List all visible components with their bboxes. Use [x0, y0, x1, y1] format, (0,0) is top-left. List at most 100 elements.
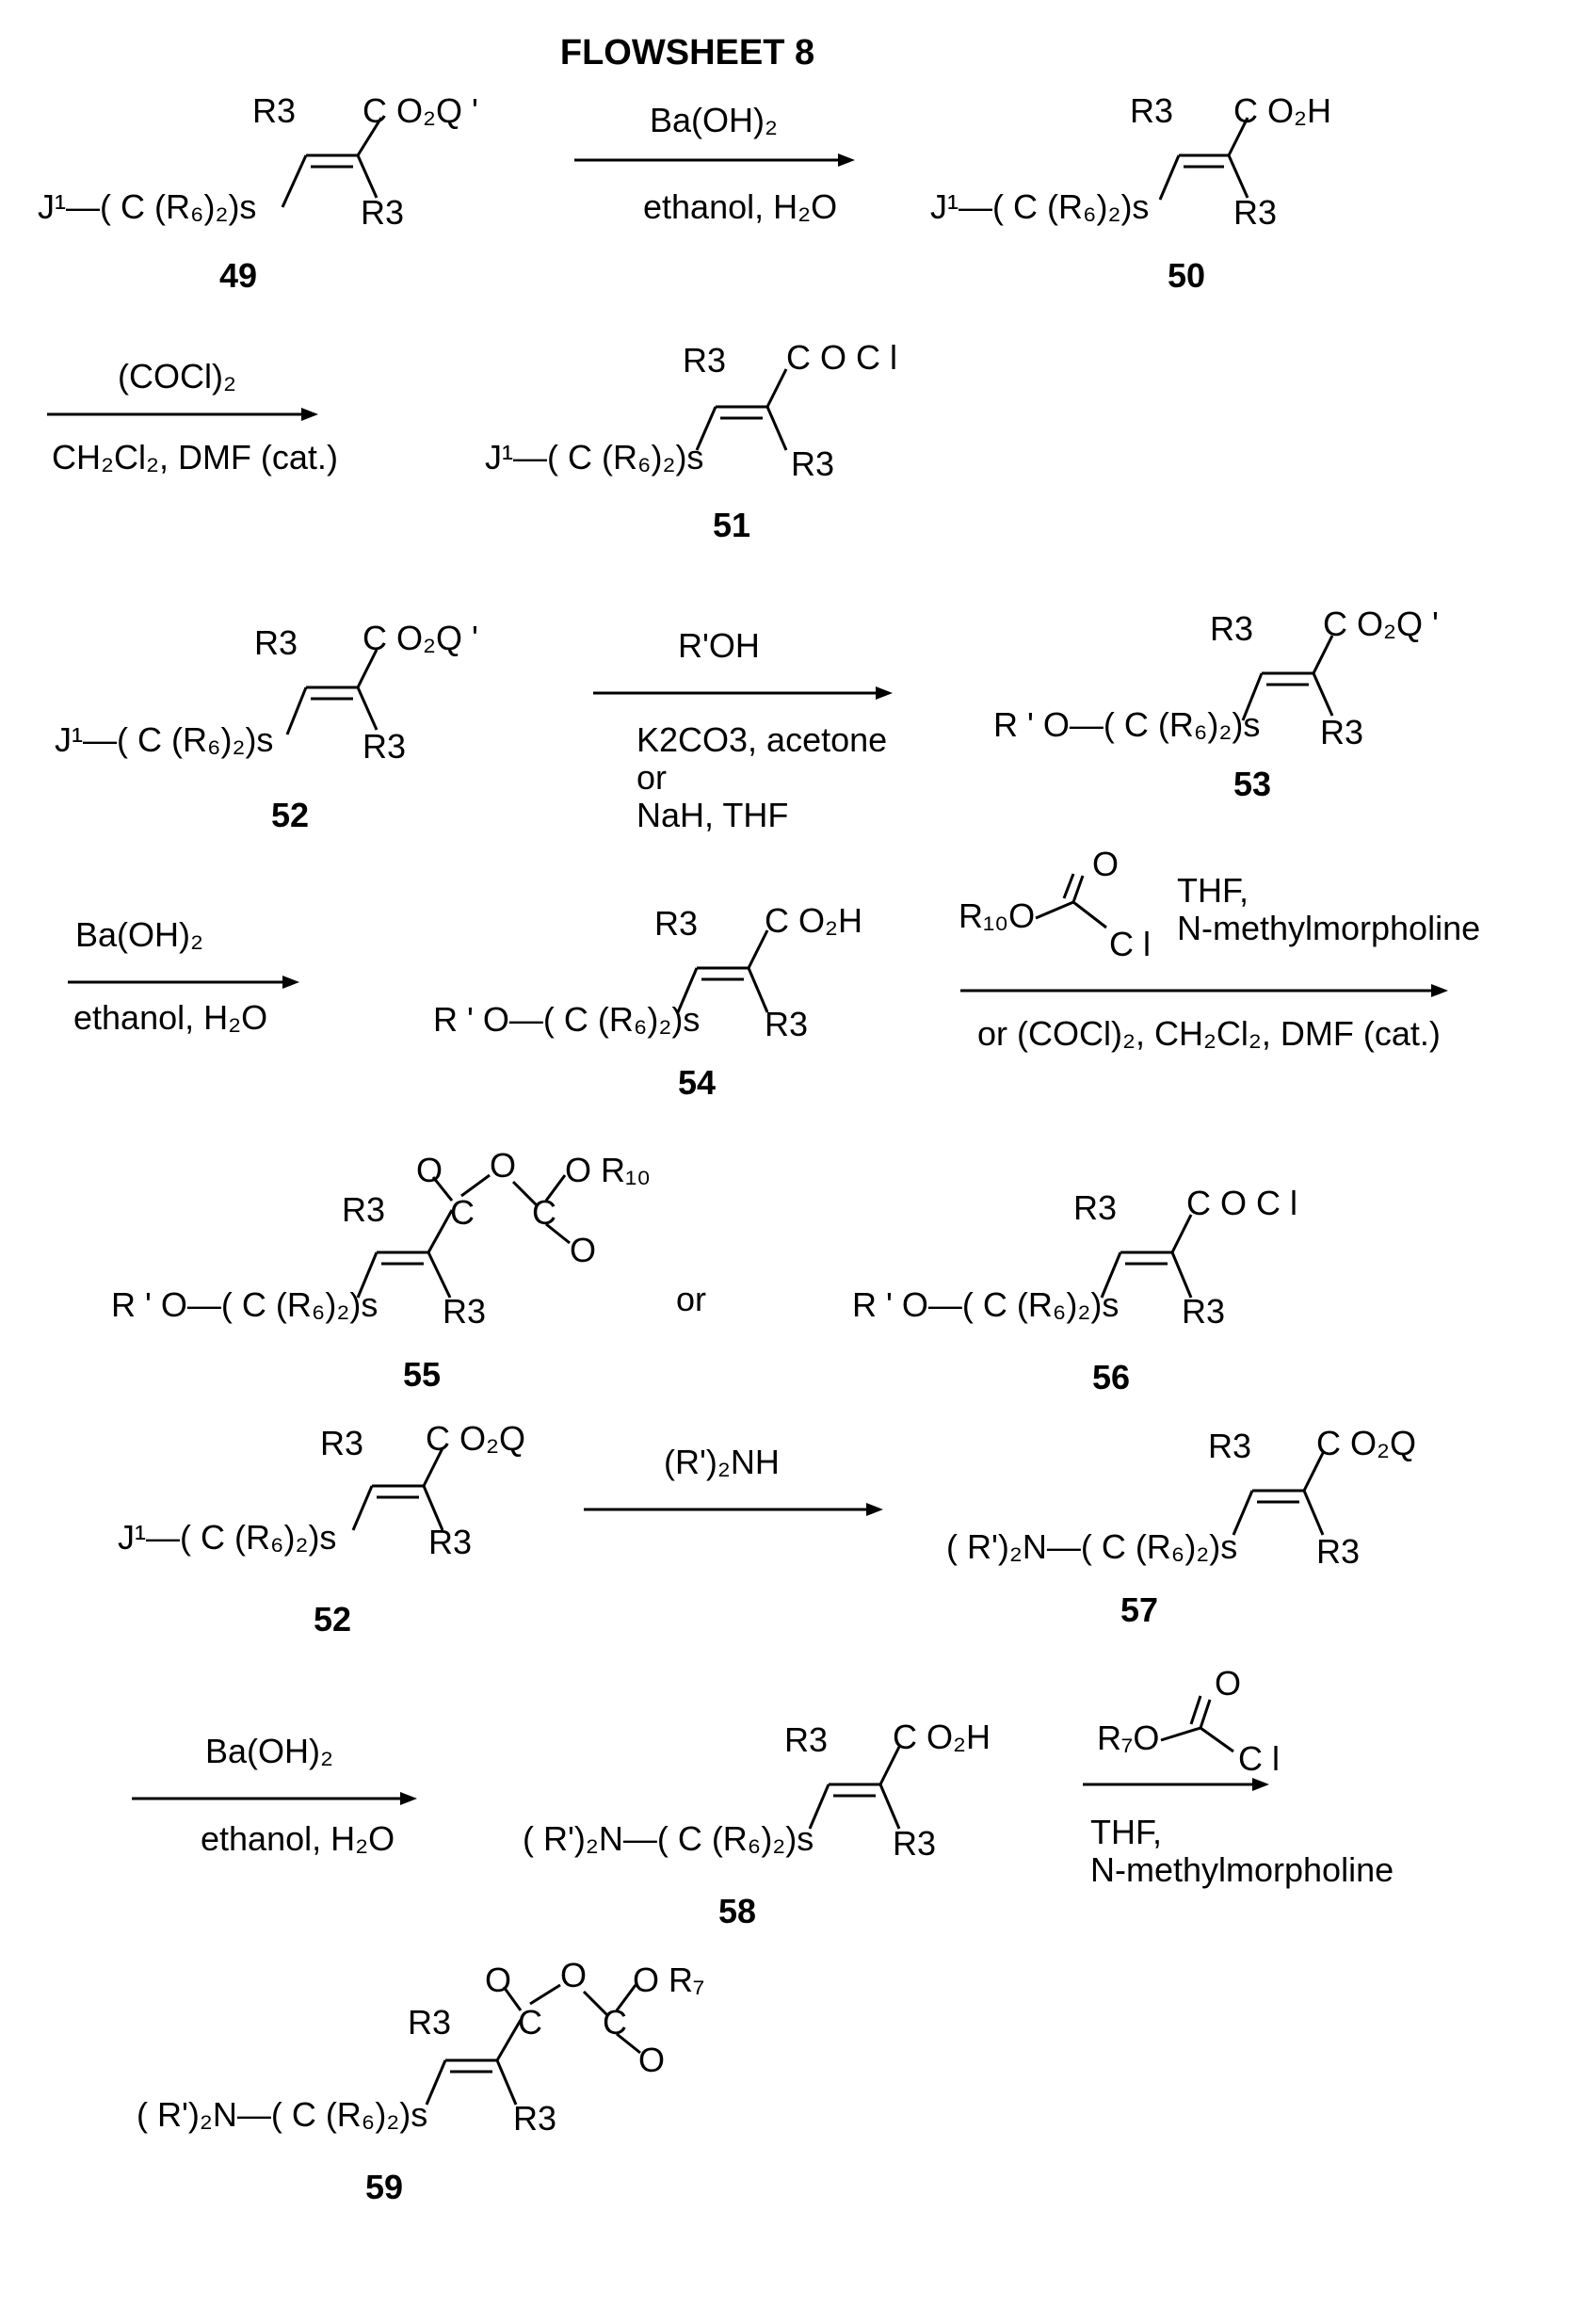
- compound-50-r3-top: R3: [1130, 91, 1173, 130]
- compound-55-o1: O: [416, 1151, 443, 1189]
- step2-reagent-below: CH₂Cl₂, DMF (cat.): [52, 438, 338, 476]
- step8-reagent-below1: THF,: [1090, 1813, 1162, 1851]
- compound-58: ( R')₂N—( C (R₆)₂)s R3 C O₂H R3 58: [523, 1718, 991, 1930]
- compound-52a-bond-r3: [358, 687, 377, 730]
- compound-54: R ' O—( C (R₆)₂)s R3 C O₂H R3 54: [433, 901, 862, 1102]
- compound-52a-r3-bottom: R3: [363, 727, 406, 766]
- step3-arrowhead: [876, 686, 893, 700]
- step3-reagent-above: R'OH: [678, 626, 760, 665]
- compound-56: R ' O—( C (R₆)₂)s R3 C O C l R3 56: [852, 1184, 1297, 1396]
- compound-49-chain: J¹—( C (R₆)₂)s: [38, 187, 256, 226]
- compound-52b-r3-bottom: R3: [428, 1523, 472, 1561]
- compound-54-group: C O₂H: [765, 901, 862, 940]
- step5-reagent-bond-co2: [1064, 874, 1073, 898]
- step6-arrow: (R')₂NH: [584, 1443, 883, 1516]
- or-separator: or: [676, 1280, 706, 1318]
- compound-54-r3-top: R3: [654, 904, 698, 943]
- compound-54-number: 54: [678, 1063, 716, 1102]
- step4-reagent-above: Ba(OH)₂: [75, 915, 203, 954]
- compound-53-r3-top: R3: [1210, 609, 1253, 648]
- step8-reagent-bond-o: [1161, 1728, 1200, 1740]
- compound-57-r3-bottom: R3: [1316, 1532, 1360, 1571]
- compound-55-o2: O: [490, 1146, 516, 1185]
- compound-57: ( R')₂N—( C (R₆)₂)s R3 C O₂Q R3 57: [946, 1424, 1416, 1629]
- compound-49-group: C O₂Q ': [363, 91, 478, 130]
- compound-56-number: 56: [1092, 1358, 1130, 1396]
- compound-49-r3-top: R3: [252, 91, 296, 130]
- compound-51-bond: [697, 407, 716, 450]
- compound-52-first: J¹—( C (R₆)₂)s R3 C O₂Q ' R3 52: [55, 619, 478, 834]
- compound-50-r3-bottom: R3: [1233, 193, 1277, 232]
- step8-reagent-bond-co2: [1191, 1696, 1200, 1724]
- compound-59-r3-top: R3: [408, 2003, 451, 2042]
- step8-reagent-below2: N-methylmorpholine: [1090, 1850, 1394, 1889]
- step5-arrowhead: [1431, 984, 1448, 997]
- compound-51-r3-top: R3: [683, 341, 726, 379]
- step5-reagent-o: O: [1092, 845, 1119, 883]
- compound-55-o3: O: [570, 1231, 596, 1269]
- compound-52a-chain: J¹—( C (R₆)₂)s: [55, 720, 273, 759]
- step2-arrowhead: [301, 408, 318, 421]
- compound-50-chain: J¹—( C (R₆)₂)s: [930, 187, 1149, 226]
- step1-reagent-above: Ba(OH)₂: [650, 101, 778, 139]
- compound-55-bond-r3: [428, 1252, 450, 1298]
- step2-reagent-above: (COCl)₂: [118, 357, 236, 395]
- compound-58-group: C O₂H: [893, 1718, 991, 1756]
- compound-51: J¹—( C (R₆)₂)s R3 C O C l R3 51: [485, 338, 897, 544]
- compound-57-group: C O₂Q: [1316, 1424, 1416, 1462]
- compound-55-r3-top: R3: [342, 1190, 385, 1229]
- step4-arrow: Ba(OH)₂ ethanol, H₂O: [68, 915, 299, 1037]
- step3-reagent-below3: NaH, THF: [636, 796, 788, 834]
- step8-reagent-r7o: R₇O: [1097, 1719, 1159, 1757]
- compound-50-bond-r3: [1229, 155, 1248, 198]
- compound-50: J¹—( C (R₆)₂)s R3 C O₂H R3 50: [930, 91, 1331, 295]
- compound-58-number: 58: [718, 1892, 756, 1930]
- compound-51-bond-r3: [767, 407, 786, 450]
- step5-reagent-bond-cl: [1073, 902, 1106, 928]
- compound-52b-r3-top: R3: [320, 1424, 363, 1462]
- step8-arrow: R₇O O C l THF, N-methylmorpholine: [1083, 1664, 1394, 1889]
- step7-reagent-above: Ba(OH)₂: [205, 1732, 333, 1770]
- compound-59: ( R')₂N—( C (R₆)₂)s R3 O C O C O R₇ O R3…: [137, 1956, 704, 2206]
- compound-54-chain: R ' O—( C (R₆)₂)s: [433, 1000, 700, 1039]
- step8-arrowhead: [1252, 1778, 1269, 1791]
- compound-56-bond-r3: [1172, 1252, 1191, 1298]
- compound-52b-group: C O₂Q: [426, 1419, 525, 1458]
- compound-52-second: J¹—( C (R₆)₂)s R3 C O₂Q R3 52: [118, 1419, 525, 1638]
- compound-49-r3-bottom: R3: [361, 193, 404, 232]
- step8-reagent-bond-cl: [1200, 1728, 1233, 1751]
- compound-57-chain: ( R')₂N—( C (R₆)₂)s: [946, 1527, 1237, 1566]
- compound-58-bond: [810, 1784, 829, 1829]
- compound-55-or10: O R₁₀: [565, 1151, 651, 1189]
- compound-52a-group: C O₂Q ': [363, 619, 478, 657]
- step5-arrow: R₁₀O O C l THF, N-methylmorpholine or (C…: [959, 845, 1480, 1053]
- step6-reagent-above: (R')₂NH: [664, 1443, 780, 1481]
- compound-58-r3-bottom: R3: [893, 1824, 936, 1863]
- compound-50-number: 50: [1168, 256, 1205, 295]
- step7-arrow: Ba(OH)₂ ethanol, H₂O: [132, 1732, 417, 1858]
- compound-53-r3-bottom: R3: [1320, 713, 1363, 751]
- compound-50-bond: [1160, 155, 1179, 200]
- compound-59-o3: O: [638, 2041, 665, 2079]
- compound-58-r3-top: R3: [784, 1720, 828, 1759]
- compound-59-c1: C: [518, 2003, 542, 2042]
- compound-55-c1: C: [450, 1193, 475, 1232]
- step5-reagent-below: or (COCl)₂, CH₂Cl₂, DMF (cat.): [977, 1014, 1441, 1053]
- compound-52a-r3-top: R3: [254, 623, 298, 662]
- step5-reagent-bond-co: [1073, 876, 1083, 902]
- step7-reagent-below: ethanol, H₂O: [201, 1819, 395, 1858]
- step3-arrow: R'OH K2CO3, acetone or NaH, THF: [593, 626, 893, 834]
- compound-59-r3-bottom: R3: [513, 2099, 556, 2138]
- compound-55: R ' O—( C (R₆)₂)s R3 O C O C O R₁₀ O R3 …: [111, 1146, 651, 1394]
- compound-51-group: C O C l: [786, 338, 897, 377]
- compound-56-r3-top: R3: [1073, 1188, 1117, 1227]
- compound-52a-number: 52: [271, 796, 309, 834]
- compound-58-chain: ( R')₂N—( C (R₆)₂)s: [523, 1819, 814, 1858]
- step1-reagent-below: ethanol, H₂O: [643, 187, 837, 226]
- step5-solvent2: N-methylmorpholine: [1177, 909, 1480, 947]
- compound-53-group: C O₂Q ': [1323, 605, 1439, 643]
- compound-57-bond-r3: [1304, 1491, 1323, 1535]
- compound-57-bond: [1233, 1491, 1252, 1535]
- compound-59-or7: O R₇: [633, 1961, 704, 1999]
- compound-53-bond-r3: [1313, 673, 1332, 716]
